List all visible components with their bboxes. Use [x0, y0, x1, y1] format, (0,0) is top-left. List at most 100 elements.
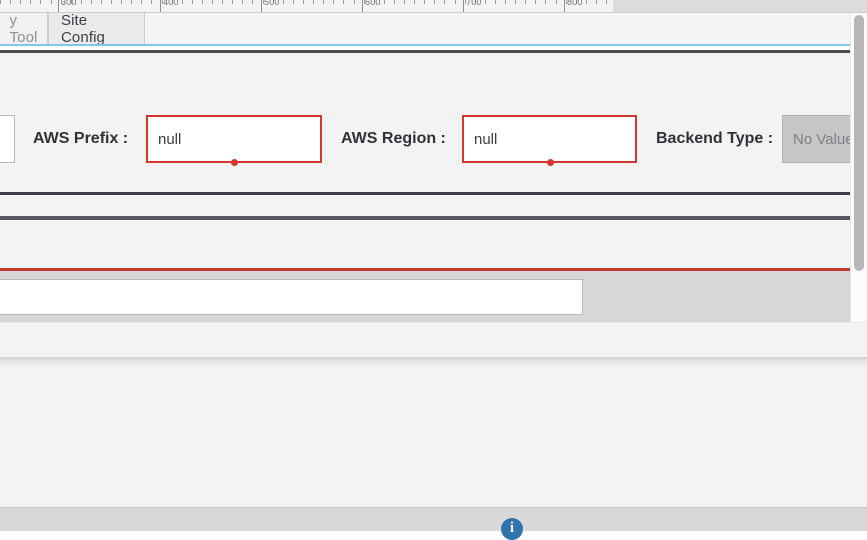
- tab-bar-filler: [145, 13, 867, 44]
- error-divider-red: [0, 268, 867, 271]
- ruler-active-track: [0, 0, 613, 12]
- aws-region-input[interactable]: null: [462, 115, 637, 163]
- ruler-tick-minor: [293, 0, 294, 4]
- toolbar-divider-top: [0, 50, 867, 53]
- tab-site-config[interactable]: Site Config: [48, 11, 145, 46]
- aws-prefix-required-marker-icon: [231, 159, 238, 166]
- ruler-tick-minor: [343, 0, 344, 4]
- aws-prefix-input[interactable]: null: [146, 115, 322, 163]
- ruler-tick-minor: [212, 0, 213, 4]
- search-band: [0, 271, 867, 322]
- ruler-tick-minor: [545, 0, 546, 4]
- ruler-tick-minor: [202, 0, 203, 4]
- ruler-tick-minor: [192, 0, 193, 4]
- section-divider-2: [0, 216, 867, 220]
- aws-prefix-value: null: [158, 130, 182, 148]
- ruler-tick-minor: [61, 0, 62, 4]
- ruler-tick-major: [58, 0, 59, 12]
- ruler-tick-minor: [354, 0, 355, 4]
- section-band-middle: [0, 195, 867, 216]
- search-input[interactable]: [0, 279, 583, 315]
- ruler-tick-minor: [40, 0, 41, 4]
- ruler-tick-minor: [465, 0, 466, 4]
- info-icon[interactable]: i: [501, 518, 523, 540]
- ruler-tick-minor: [495, 0, 496, 4]
- page-body: [0, 367, 867, 507]
- ruler-tick-minor: [121, 0, 122, 4]
- ruler-inactive-track: [613, 0, 867, 12]
- tab-site-config-label: Site Config: [61, 11, 105, 46]
- panel-shadow-edge: [0, 357, 867, 367]
- tab-query-tool-label: y Tool: [9, 11, 38, 46]
- ruler-label: 700: [466, 0, 482, 7]
- tab-bar-underline: [0, 44, 867, 46]
- left-cut-field-input[interactable]: [0, 115, 15, 163]
- ruler-tick-minor: [101, 0, 102, 4]
- ruler-tick-minor: [172, 0, 173, 4]
- content-band-light: [0, 322, 867, 358]
- ruler-label: 300: [61, 0, 77, 7]
- section-band-lower: [0, 220, 867, 268]
- ruler-tick-minor: [404, 0, 405, 4]
- ruler-tick-minor: [151, 0, 152, 4]
- ruler-label: 600: [365, 0, 381, 7]
- ruler-tick-minor: [364, 0, 365, 4]
- ruler-tick-minor: [51, 0, 52, 4]
- ruler-tick-major: [463, 0, 464, 12]
- ruler-label: 400: [163, 0, 179, 7]
- ruler-tick-minor: [606, 0, 607, 4]
- ruler-tick-minor: [20, 0, 21, 4]
- ruler-tick-minor: [313, 0, 314, 4]
- ruler-tick-minor: [222, 0, 223, 4]
- ruler-tick-minor: [485, 0, 486, 4]
- ruler-tick-minor: [162, 0, 163, 4]
- ruler-tick-minor: [434, 0, 435, 4]
- ruler-tick-major: [261, 0, 262, 12]
- ruler-tick-minor: [444, 0, 445, 4]
- config-field-row: AWS Prefix : null AWS Region : null Backend …: [0, 53, 867, 193]
- ruler-tick-minor: [273, 0, 274, 4]
- ruler-tick-minor: [232, 0, 233, 4]
- aws-region-value: null: [474, 130, 498, 148]
- ruler-tick-minor: [111, 0, 112, 4]
- ruler-tick-minor: [556, 0, 557, 4]
- ruler-tick-minor: [596, 0, 597, 4]
- ruler-tick-minor: [182, 0, 183, 4]
- vertical-scrollbar-thumb[interactable]: [854, 15, 864, 271]
- section-divider-1: [0, 192, 867, 195]
- ruler-tick-minor: [586, 0, 587, 4]
- aws-prefix-label: AWS Prefix :: [33, 130, 129, 147]
- backend-type-value: No Value: [793, 130, 854, 148]
- ruler-tick-minor: [323, 0, 324, 4]
- backend-type-label: Backend Type :: [656, 130, 774, 147]
- ruler-tick-minor: [131, 0, 132, 4]
- aws-region-required-marker-icon: [546, 159, 554, 166]
- info-icon-glyph: i: [509, 520, 515, 536]
- ruler-tick-minor: [81, 0, 82, 4]
- aws-region-label: AWS Region :: [341, 130, 446, 147]
- vertical-scrollbar[interactable]: [850, 13, 867, 322]
- ruler-tick-minor: [91, 0, 92, 4]
- ruler-label: 500: [264, 0, 280, 7]
- ruler-tick-minor: [566, 0, 567, 4]
- ruler-tick-minor: [30, 0, 31, 4]
- ruler-tick-minor: [252, 0, 253, 4]
- ruler-tick-minor: [475, 0, 476, 4]
- ruler-tick-minor: [414, 0, 415, 4]
- ruler-tick-minor: [576, 0, 577, 4]
- ruler-tick-major: [362, 0, 363, 12]
- ruler-tick-minor: [283, 0, 284, 4]
- ruler-label: 800: [567, 0, 583, 7]
- ruler-tick-minor: [384, 0, 385, 4]
- ruler-tick-minor: [303, 0, 304, 4]
- ruler-tick-minor: [455, 0, 456, 4]
- ruler-tick-minor: [394, 0, 395, 4]
- ruler-tick-minor: [333, 0, 334, 4]
- ruler-tick-minor: [535, 0, 536, 4]
- tab-bar: y Tool Site Config: [0, 11, 867, 46]
- ruler-tick-minor: [0, 0, 1, 4]
- ruler-tick-minor: [374, 0, 375, 4]
- tab-query-tool[interactable]: y Tool: [0, 11, 48, 46]
- ruler-tick-minor: [263, 0, 264, 4]
- ruler-tick-minor: [424, 0, 425, 4]
